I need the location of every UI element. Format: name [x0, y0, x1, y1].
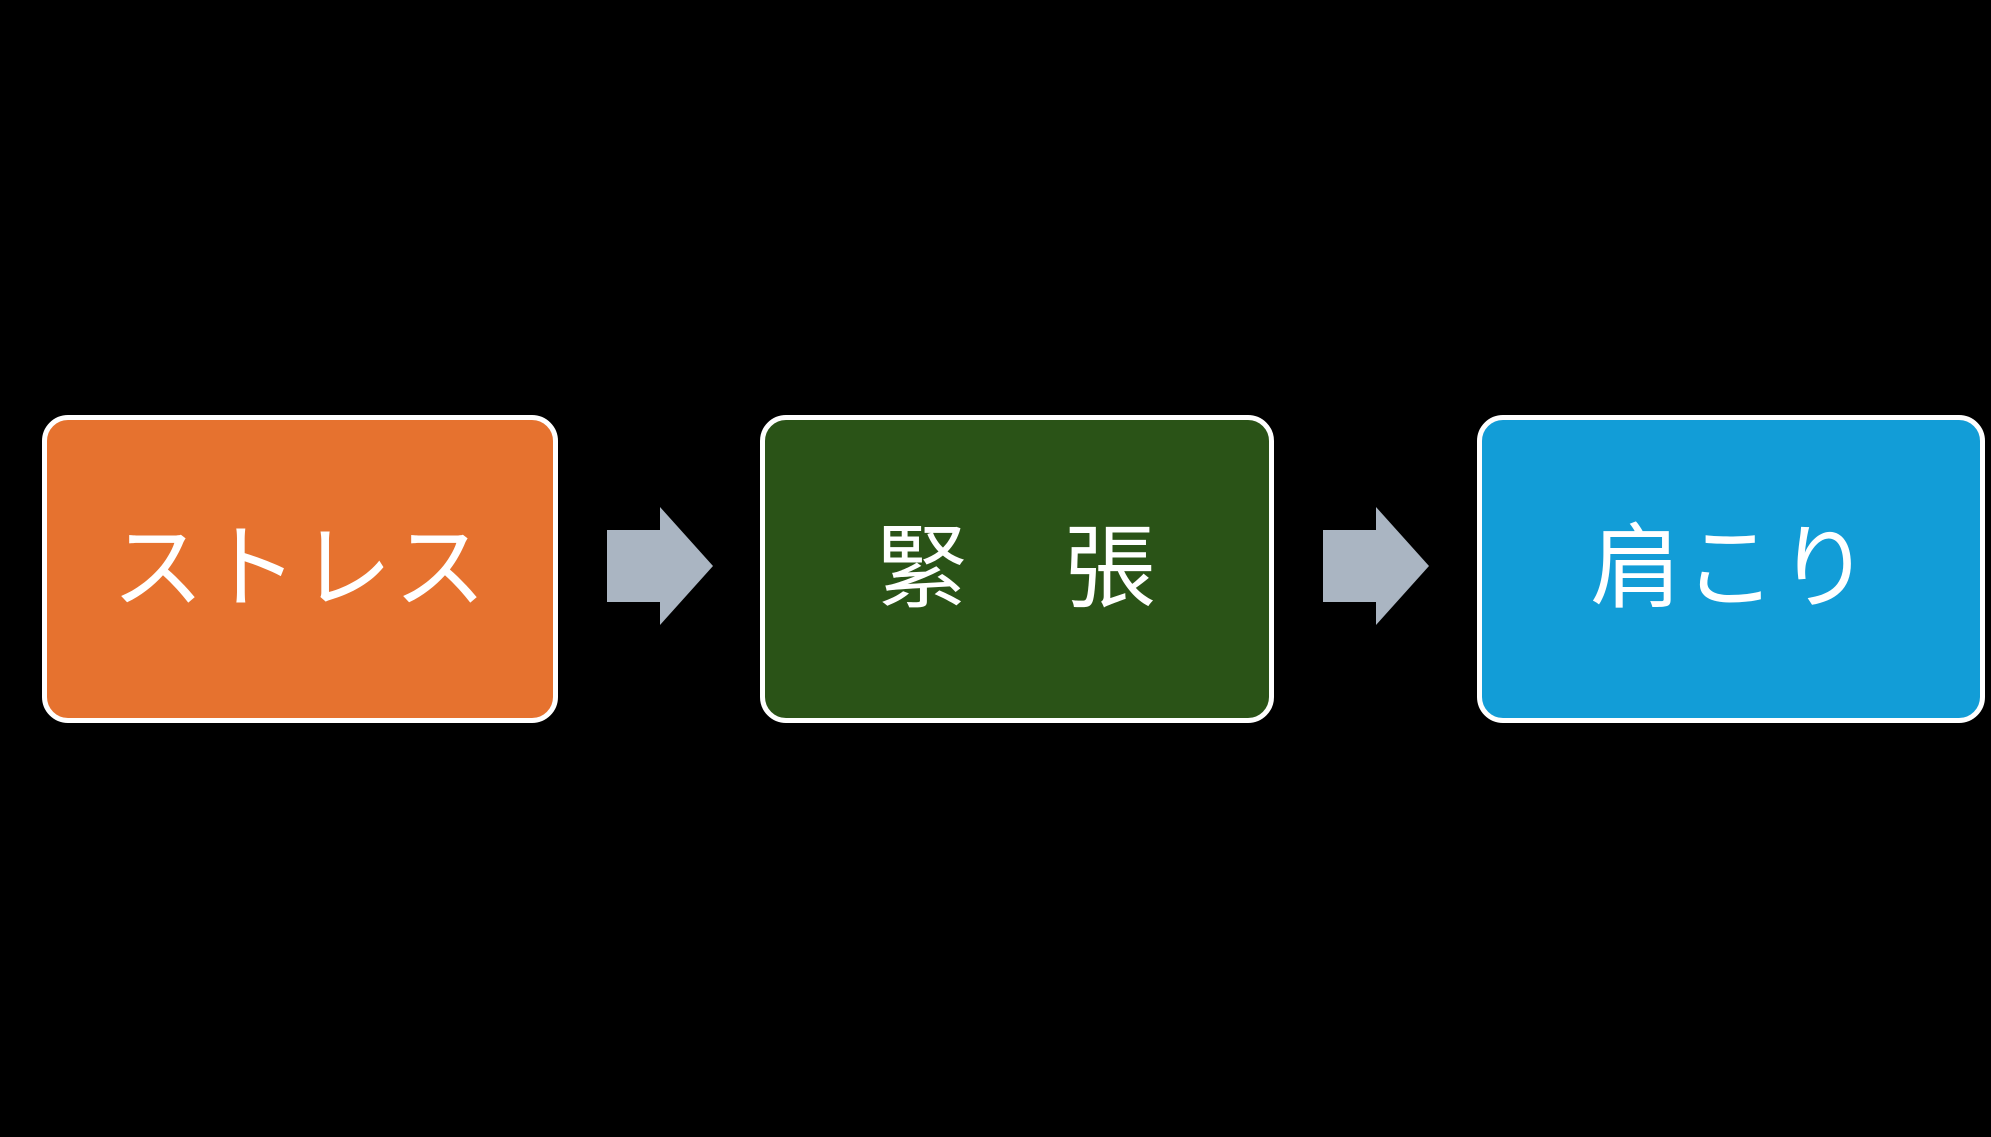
node-tension: 緊 張 [760, 415, 1274, 723]
arrow-right-icon [1323, 507, 1429, 625]
arrow-right-icon [607, 507, 713, 625]
node-tension-label: 緊 張 [875, 515, 1158, 622]
node-shoulder-stiffness-label: 肩こり [1589, 515, 1872, 622]
node-stress: ストレス [42, 415, 558, 723]
node-stress-label: ストレス [111, 515, 488, 622]
node-shoulder-stiffness: 肩こり [1477, 415, 1985, 723]
